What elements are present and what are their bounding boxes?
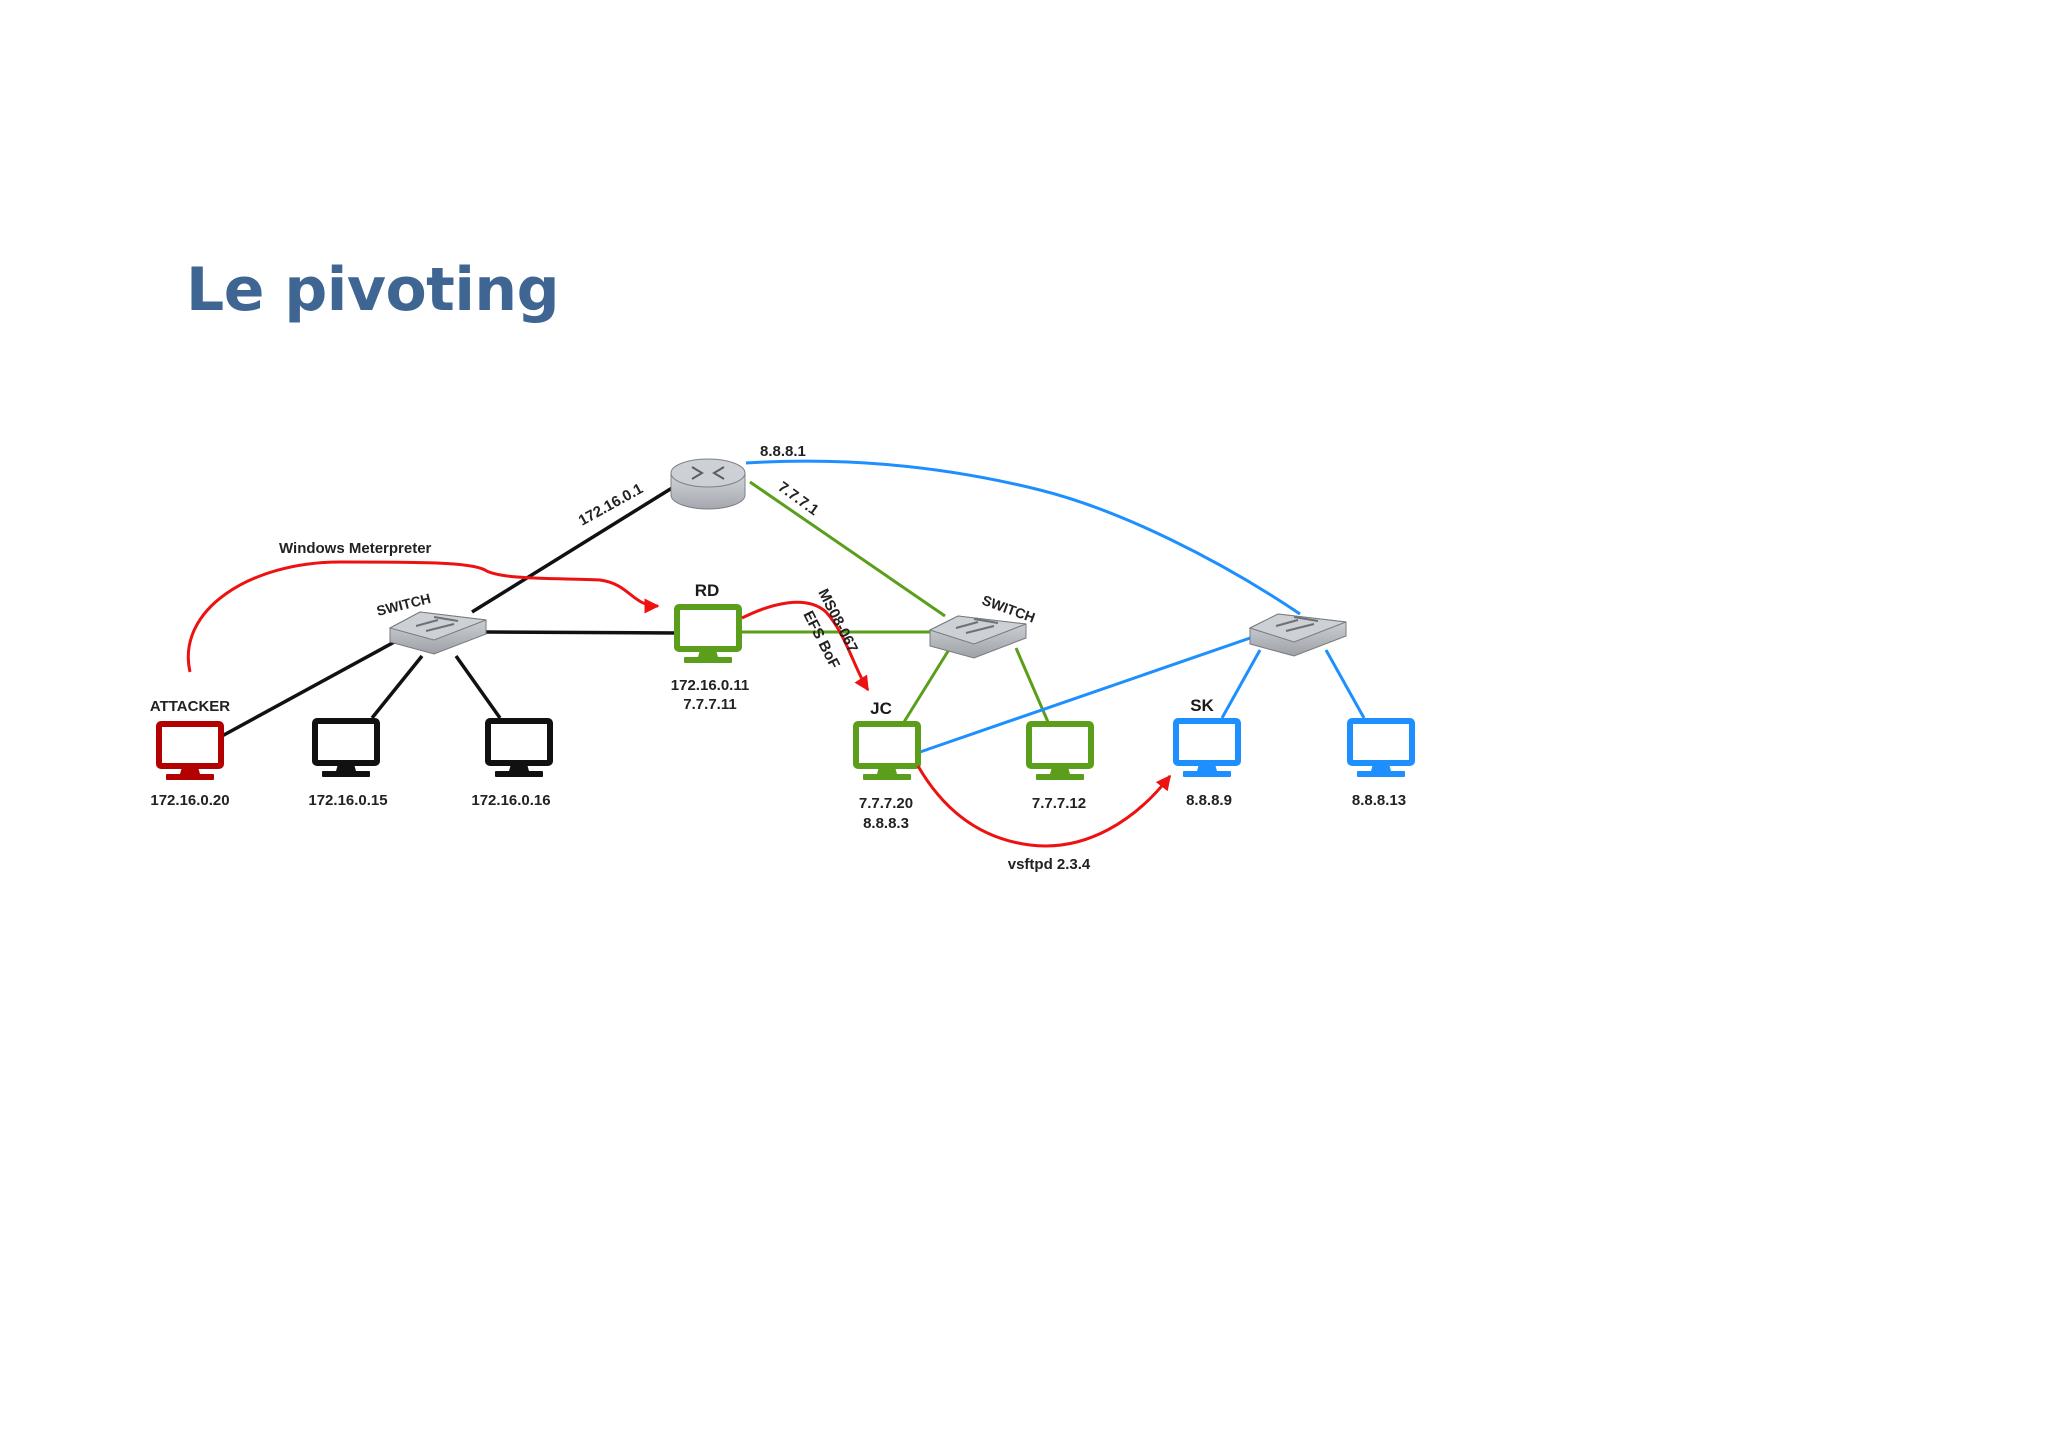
- monitor-icon[interactable]: [1026, 721, 1094, 780]
- attack-label-meterpreter: Windows Meterpreter: [279, 540, 432, 557]
- switch-icon: [1248, 613, 1347, 657]
- ms08-arrow: [741, 600, 870, 692]
- host-ip-15: 172.16.0.15: [308, 792, 387, 809]
- monitor-icon[interactable]: [156, 721, 224, 780]
- link-switch2-jc: [902, 647, 952, 723]
- monitor-icon[interactable]: [1347, 718, 1415, 777]
- monitor-icon[interactable]: [1173, 718, 1241, 777]
- link-switch3-host13: [1324, 649, 1366, 719]
- router-ip-internal: 172.16.0.1: [576, 480, 646, 529]
- host-name-sk: SK: [1190, 696, 1214, 715]
- host-ip-16: 172.16.0.16: [471, 792, 550, 809]
- link-switch1-host15: [370, 654, 424, 720]
- meterpreter-arrow: [186, 560, 660, 673]
- switch-icon: [388, 611, 487, 655]
- host-ip-sk: 8.8.8.9: [1186, 792, 1232, 809]
- links-internal: [221, 486, 679, 738]
- host-name-rd: RD: [695, 581, 720, 600]
- link-switch1-host16: [454, 654, 502, 720]
- attack-label-vsftpd: vsftpd 2.3.4: [1008, 856, 1091, 873]
- page-title: Le pivoting: [186, 255, 560, 325]
- network-diagram: 8.8.8.1 172.16.0.1 7.7.7.1 SWITCH SWITCH…: [150, 443, 1415, 873]
- host-name-attacker: ATTACKER: [150, 698, 230, 715]
- monitor-icon[interactable]: [312, 718, 380, 777]
- monitor-icon[interactable]: [853, 721, 921, 780]
- link-switch1-attacker: [221, 638, 399, 738]
- attack-paths: [186, 560, 1172, 848]
- router-ip-external: 8.8.8.1: [760, 443, 806, 460]
- host-ip-13: 8.8.8.13: [1352, 792, 1406, 809]
- switch-icon: [928, 615, 1027, 659]
- router-icon: [670, 458, 746, 510]
- link-router-switch3: [745, 459, 1301, 616]
- link-router-switch1: [471, 486, 673, 614]
- link-router-switch2: [749, 480, 946, 618]
- monitor-icon[interactable]: [674, 604, 742, 663]
- host-name-jc: JC: [870, 699, 892, 718]
- link-switch1-rd: [485, 630, 679, 635]
- link-jc-switch3: [919, 634, 1257, 754]
- host-ip-12: 7.7.7.12: [1032, 795, 1086, 812]
- link-switch3-sk: [1220, 649, 1262, 719]
- links-target: [745, 459, 1366, 754]
- router-ip-dmz: 7.7.7.1: [775, 478, 822, 519]
- host-ip-rd-dmz: 7.7.7.11: [683, 696, 736, 713]
- vsftpd-arrow: [916, 765, 1172, 848]
- monitor-icon[interactable]: [485, 718, 553, 777]
- host-ip-jc-dmz: 7.7.7.20: [859, 795, 913, 812]
- host-ip-rd-internal: 172.16.0.11: [671, 677, 749, 694]
- host-ip-jc-external: 8.8.8.3: [863, 815, 909, 832]
- host-ip-attacker: 172.16.0.20: [150, 792, 229, 809]
